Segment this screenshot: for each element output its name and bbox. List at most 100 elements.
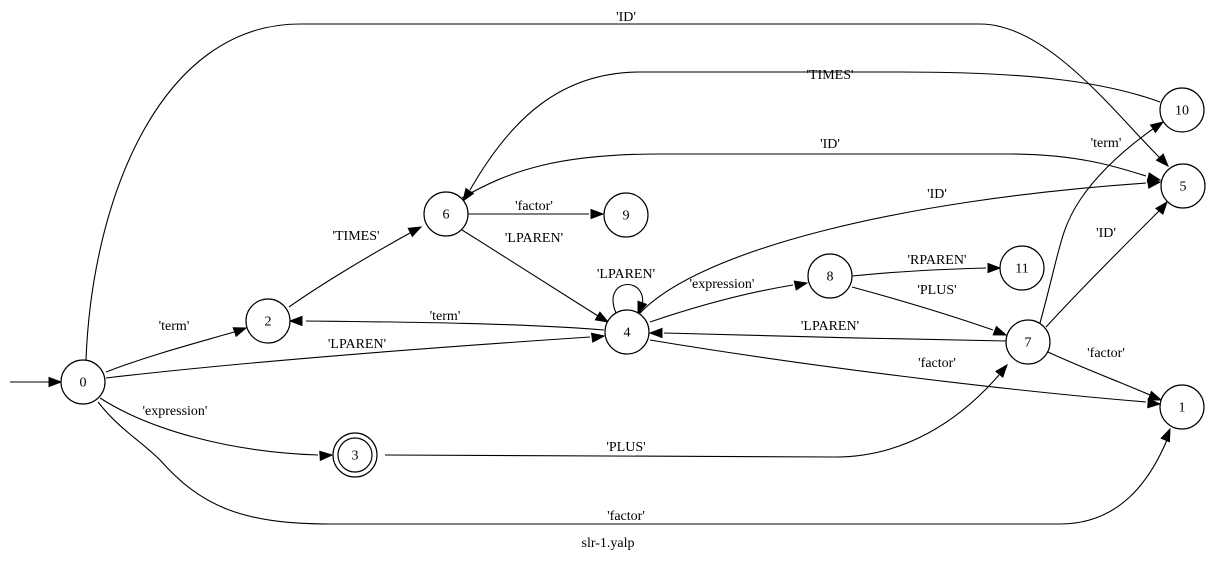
state-label: 7 — [1025, 336, 1032, 351]
edge-arrowhead — [1160, 427, 1171, 443]
edge-arrowhead — [1147, 390, 1163, 401]
edge-arrowhead — [1146, 172, 1162, 183]
edge-7-to-4: 'LPAREN' — [648, 319, 1007, 342]
state-node-1: 1 — [1159, 384, 1205, 430]
edge-6-to-4: 'LPAREN' — [461, 229, 610, 323]
edge-line — [612, 283, 643, 314]
edge-label: 'LPAREN' — [505, 231, 563, 246]
edge-label: 'factor' — [918, 356, 956, 371]
edge-line — [1045, 209, 1161, 328]
state-circle — [1159, 87, 1205, 133]
edge-10-to-6: 'TIMES' — [462, 68, 1161, 203]
edge-label: 'expression' — [143, 404, 208, 419]
edge-line — [105, 336, 591, 379]
edge-arrowhead — [407, 226, 423, 238]
edge-label: 'LPAREN' — [801, 319, 859, 334]
edge-label: 'factor' — [1087, 346, 1125, 361]
edge-line — [663, 332, 1007, 342]
state-label: 8 — [827, 270, 834, 285]
state-circle — [1160, 163, 1206, 209]
state-node-2: 2 — [245, 298, 291, 344]
edge-arrowhead — [232, 327, 248, 338]
edge-line — [649, 339, 1147, 403]
edge-7-to-5: 'ID' — [1045, 200, 1168, 328]
edge-0-to-1: 'factor' — [97, 401, 1171, 525]
diagram-caption: slr-1.yalp — [582, 536, 635, 551]
edge-6-to-5: 'ID' — [461, 137, 1162, 199]
state-node-6: 6 — [423, 191, 469, 237]
start-arrowhead — [48, 376, 63, 388]
state-node-9: 9 — [603, 192, 649, 238]
edge-4-to-4: 'LPAREN' — [597, 267, 655, 316]
edge-line — [469, 71, 1161, 191]
edge-arrowhead — [992, 325, 1008, 336]
edge-0-to-5: 'ID' — [85, 10, 1169, 361]
state-circle — [999, 245, 1045, 291]
edge-line — [851, 267, 987, 277]
edge-arrowhead — [793, 280, 809, 291]
state-node-5: 5 — [1160, 163, 1206, 209]
state-node-0: 0 — [60, 359, 106, 405]
state-label: 4 — [624, 326, 631, 341]
edge-line — [288, 232, 411, 308]
edge-label: 'PLUS' — [917, 283, 956, 298]
edge-label: 'LPAREN' — [328, 337, 386, 352]
edge-4-to-1: 'factor' — [649, 339, 1162, 409]
state-label: 1 — [1179, 401, 1186, 416]
edge-8-to-7: 'PLUS' — [851, 283, 1008, 336]
state-node-4: 4 — [604, 309, 650, 355]
edge-8-to-11: 'RPAREN' — [851, 253, 1002, 277]
state-circle — [245, 298, 291, 344]
edge-line — [97, 401, 1168, 525]
state-node-3: 3 — [332, 432, 378, 478]
state-label: 10 — [1175, 104, 1189, 119]
edge-2-to-6: 'TIMES' — [288, 226, 423, 308]
edge-label: 'RPAREN' — [908, 253, 967, 268]
edge-line — [99, 397, 319, 456]
edge-label: 'TIMES' — [806, 68, 853, 83]
edge-label: 'term' — [430, 309, 461, 324]
state-label: 3 — [352, 449, 359, 464]
edge-arrowhead — [637, 300, 648, 316]
state-node-11: 11 — [999, 245, 1045, 291]
edge-label: 'TIMES' — [332, 229, 379, 244]
edge-4-to-5: 'ID' — [639, 178, 1162, 314]
edge-arrowhead — [288, 315, 303, 327]
state-label: 9 — [623, 209, 630, 224]
edge-line — [105, 331, 235, 373]
state-label: 11 — [1015, 262, 1028, 277]
edge-label: 'PLUS' — [606, 440, 645, 455]
edge-0-to-3: 'expression' — [99, 397, 334, 462]
state-circle — [423, 191, 469, 237]
edge-arrowhead — [1149, 121, 1165, 134]
edge-line — [649, 284, 794, 323]
accepting-ring — [337, 437, 373, 473]
edge-arrowhead — [462, 187, 475, 203]
edge-label: 'expression' — [690, 277, 755, 292]
edge-line — [384, 374, 1000, 458]
edge-7-to-10: 'term' — [1039, 121, 1165, 324]
edge-line — [1047, 351, 1151, 396]
edge-arrowhead — [987, 262, 1002, 274]
state-node-8: 8 — [807, 253, 853, 299]
state-node-7: 7 — [1005, 319, 1051, 365]
edge-label: 'term' — [159, 319, 190, 334]
edge-arrowhead — [994, 363, 1008, 378]
edge-label: 'ID' — [927, 187, 947, 202]
edge-line — [85, 23, 1167, 361]
nodes-layer: 0 1 2 3 4 5 6 7 8 9 10 11 — [60, 87, 1206, 478]
edge-4-to-2: 'term' — [288, 309, 605, 331]
edge-label: 'term' — [1091, 136, 1122, 151]
state-circle — [603, 192, 649, 238]
state-label: 0 — [80, 376, 87, 391]
state-circle — [1005, 319, 1051, 365]
edge-line — [639, 182, 1147, 314]
edge-line — [1039, 125, 1158, 324]
edge-label: 'factor' — [515, 199, 553, 214]
state-node-10: 10 — [1159, 87, 1205, 133]
state-circle — [604, 309, 650, 355]
edge-arrowhead — [590, 208, 605, 220]
edges-layer: 'ID''term''LPAREN''expression''factor''T… — [10, 10, 1171, 525]
edge-line — [305, 320, 605, 331]
